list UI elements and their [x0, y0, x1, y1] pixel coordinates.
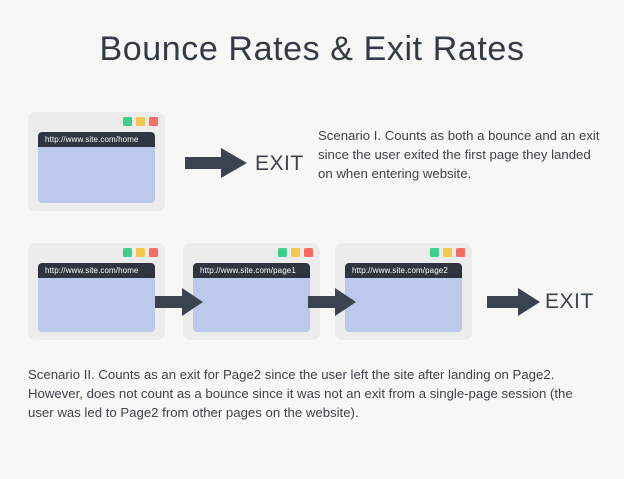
minimize-dot-icon[interactable]	[123, 117, 132, 126]
flow-arrow-exit-scenario1	[185, 148, 247, 178]
maximize-dot-icon[interactable]	[291, 248, 300, 257]
minimize-dot-icon[interactable]	[123, 248, 132, 257]
close-dot-icon[interactable]	[149, 117, 158, 126]
address-bar-url: http://www.site.com/home	[45, 266, 139, 275]
page-title: Bounce Rates & Exit Rates	[99, 30, 525, 68]
maximize-dot-icon[interactable]	[136, 117, 145, 126]
browser-viewport: http://www.site.com/home	[38, 132, 155, 203]
window-controls	[278, 248, 313, 257]
address-bar[interactable]: http://www.site.com/page1	[193, 263, 310, 278]
flow-arrow-exit-scenario2	[487, 288, 540, 316]
minimize-dot-icon[interactable]	[430, 248, 439, 257]
window-controls	[123, 248, 158, 257]
exit-label-scenario1: EXIT	[255, 152, 304, 175]
scenario-two-description: Scenario II. Counts as an exit for Page2…	[28, 367, 573, 420]
browser-viewport: http://www.site.com/home	[38, 263, 155, 332]
browser-viewport: http://www.site.com/page2	[345, 263, 462, 332]
scenario-one-description: Scenario I. Counts as both a bounce and …	[318, 128, 600, 181]
address-bar-url: http://www.site.com/page1	[200, 266, 296, 275]
flow-arrow-home-to-page1	[155, 288, 203, 316]
window-controls	[123, 117, 158, 126]
close-dot-icon[interactable]	[149, 248, 158, 257]
close-dot-icon[interactable]	[456, 248, 465, 257]
window-controls	[430, 248, 465, 257]
maximize-dot-icon[interactable]	[443, 248, 452, 257]
browser-viewport: http://www.site.com/page1	[193, 263, 310, 332]
address-bar-url: http://www.site.com/home	[45, 135, 139, 144]
address-bar[interactable]: http://www.site.com/page2	[345, 263, 462, 278]
browser-window-page2-scenario2[interactable]: http://www.site.com/page2	[335, 243, 472, 340]
minimize-dot-icon[interactable]	[278, 248, 287, 257]
browser-window-home-scenario1[interactable]: http://www.site.com/home	[28, 112, 165, 211]
address-bar[interactable]: http://www.site.com/home	[38, 263, 155, 278]
browser-window-page1-scenario2[interactable]: http://www.site.com/page1	[183, 243, 320, 340]
close-dot-icon[interactable]	[304, 248, 313, 257]
maximize-dot-icon[interactable]	[136, 248, 145, 257]
flow-arrow-page1-to-page2	[308, 288, 356, 316]
address-bar-url: http://www.site.com/page2	[352, 266, 448, 275]
address-bar[interactable]: http://www.site.com/home	[38, 132, 155, 147]
exit-label-scenario2: EXIT	[545, 290, 594, 313]
browser-window-home-scenario2[interactable]: http://www.site.com/home	[28, 243, 165, 340]
